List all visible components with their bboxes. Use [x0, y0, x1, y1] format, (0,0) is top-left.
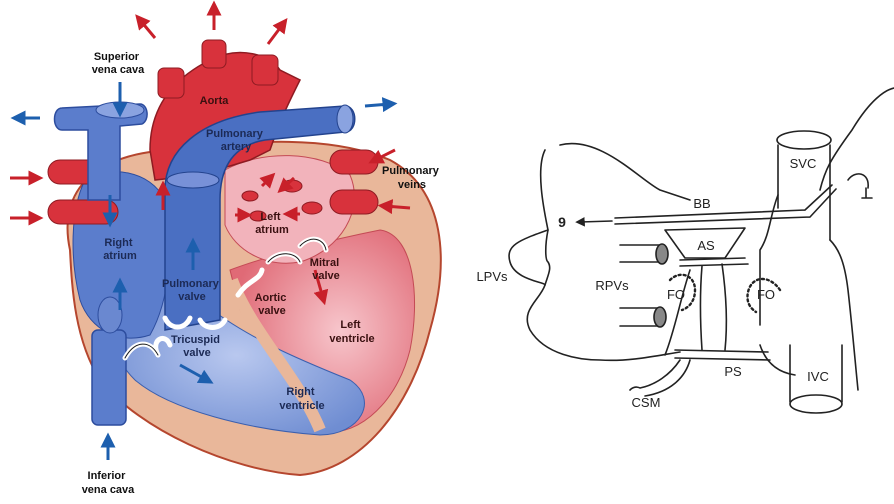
label-aorta: Aorta: [200, 95, 230, 107]
ivc-bottom: [790, 395, 842, 413]
label-as: AS: [697, 238, 715, 253]
label-csm: CSM: [632, 395, 661, 410]
schematic-labels: SVC BB 9 AS LPVs RPVs FO FO PS IVC CSM: [476, 156, 828, 410]
ps-lines: [675, 350, 770, 360]
label-lpvs: LPVs: [476, 269, 508, 284]
right-atrium-outline: [760, 88, 894, 390]
label-svc: SVC: [790, 156, 817, 171]
rpv-lower-end: [654, 307, 666, 327]
csm-lines: [630, 360, 690, 396]
aorta-branch: [202, 40, 226, 68]
label-right-atrium: Right atrium: [103, 237, 137, 262]
rpv-lower: [620, 308, 658, 326]
lpv-lobes: [545, 230, 550, 285]
label-bb: BB: [693, 196, 710, 211]
sinus-node-symbol: [848, 174, 872, 198]
label-ps: PS: [724, 364, 742, 379]
bachmann-bundle: [615, 185, 836, 224]
rpv-upper-end: [656, 244, 668, 264]
fossa-ovalis: [98, 297, 122, 333]
pulmonary-artery-opening: [337, 105, 353, 133]
svc-top: [777, 131, 831, 149]
label-nine: 9: [558, 214, 566, 230]
septal-lines: [680, 258, 748, 266]
label-rpvs: RPVs: [595, 278, 629, 293]
aorta-branch: [158, 68, 184, 98]
label-mitral-valve: Mitral valve: [310, 257, 342, 282]
label-ivc: IVC: [807, 369, 829, 384]
label-fo-left: FO: [667, 287, 685, 302]
inferior-vena-cava: [92, 330, 126, 425]
rpv-upper: [620, 245, 660, 262]
pulmonary-artery-root: [167, 172, 219, 188]
heart-diagram: Superior vena cava Aorta Pulmonary arter…: [10, 8, 442, 496]
label-aortic-valve: Aortic valve: [255, 292, 290, 317]
bb-arrow: [580, 221, 612, 222]
aorta-branch: [252, 55, 278, 85]
label-fo-right: FO: [757, 287, 775, 302]
label-superior-vena-cava: Superior vena cava: [92, 51, 145, 76]
label-inferior-vena-cava: Inferior vena cava: [82, 470, 135, 496]
